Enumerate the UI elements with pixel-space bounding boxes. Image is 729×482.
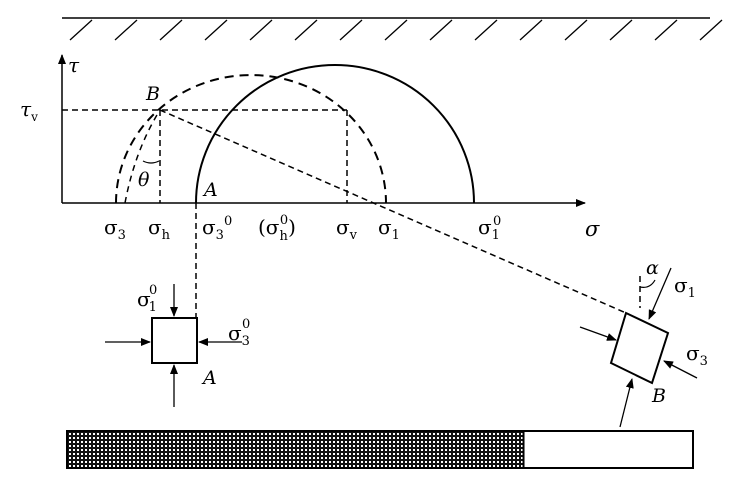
sigma1-label: σ1 [378,215,400,243]
tau-axis-label: τ [68,53,80,77]
sigma-v-label: σv [336,215,358,243]
sigma3-0-label: σ30 [202,214,232,243]
tau-v-label: τv [20,97,38,124]
sigma-h-label: σh [148,215,171,243]
hatch-mark [699,19,723,41]
theta-arc [142,160,160,164]
tunnel-bar [66,430,694,469]
hatch-mark [519,19,543,41]
sigma-h0-label: (σh0) [258,213,296,244]
element-B-sigma3-label: σ3 [686,341,708,369]
hatch-mark [609,19,633,41]
stress-element-A: σ10 σ30 A [105,283,250,407]
hatch-mark [159,19,183,41]
bar-filled-portion [68,432,524,467]
stress-element-B: α σ1 σ3 B [579,257,708,428]
hatch-mark [384,19,408,41]
hatch-mark [474,19,498,41]
theta-label: θ [138,169,150,191]
hatch-mark [429,19,453,41]
point-A-label: A [202,179,218,201]
current-stress-circle [115,74,387,204]
hatch-mark [654,19,678,41]
pole-line [159,109,627,314]
sigma3-label: σ3 [104,215,126,243]
element-B-sigma1-label: σ1 [674,273,696,301]
hatch-mark [249,19,273,41]
sigma1-0-label: σ10 [478,214,501,243]
hatch-mark [204,19,228,41]
sigma-axis-label: σ [585,217,600,241]
alpha-arc [639,279,656,288]
element-A-sigma3-label: σ30 [228,317,250,349]
element-A-sigma1-label: σ10 [137,283,157,315]
hatch-mark [69,19,93,41]
hatch-mark [114,19,138,41]
initial-stress-circle [195,64,475,204]
hatch-mark [564,19,588,41]
hatch-mark [339,19,363,41]
element-A-label: A [201,367,217,389]
element-B-label: B [651,385,666,407]
alpha-label: α [646,257,659,279]
point-B-label: B [145,83,160,105]
ground-surface [62,17,723,41]
hatch-mark [294,19,318,41]
theta-arc-dashed [124,109,161,204]
